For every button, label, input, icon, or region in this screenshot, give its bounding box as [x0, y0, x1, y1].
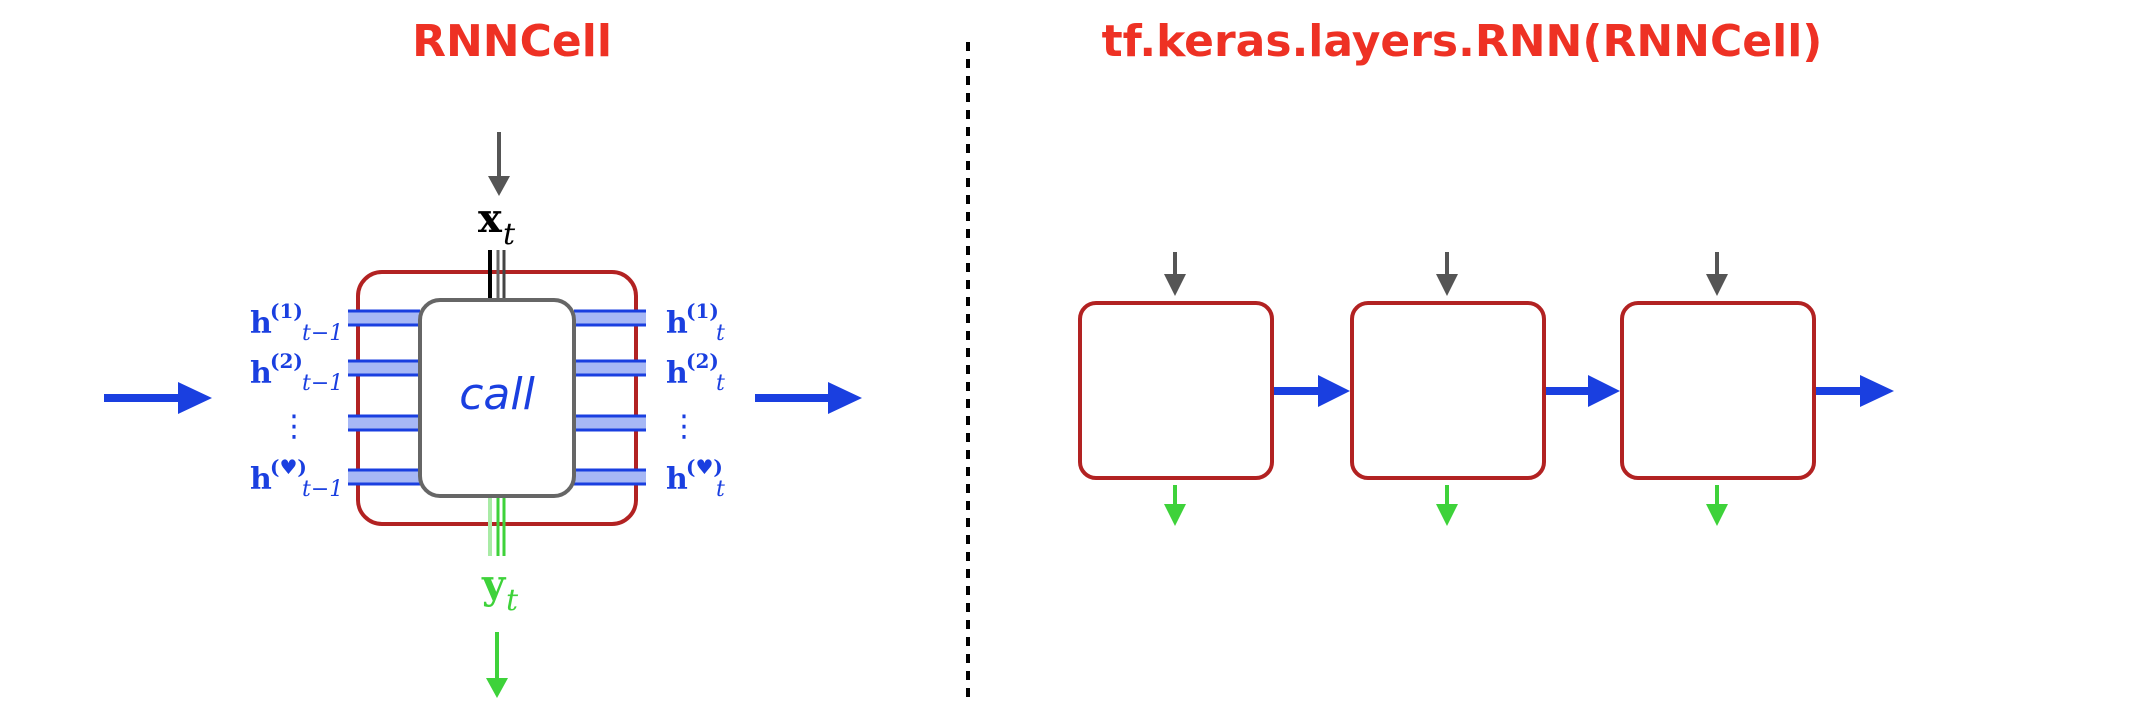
state-in-bars: [348, 309, 420, 486]
state-in-label-1: h (1) t−1: [250, 299, 343, 346]
arrow-down-icon: [1706, 485, 1728, 526]
state-in-label-2: h (2) t−1: [250, 349, 343, 396]
svg-text:(♥): (♥): [686, 455, 723, 479]
call-function-box: [418, 298, 576, 498]
state-in-label-3: h (♥) t−1: [250, 455, 343, 502]
svg-text:t: t: [716, 477, 725, 502]
arrow-down-icon: [1164, 485, 1186, 526]
svg-text:y: y: [481, 561, 507, 608]
arrow-down-icon: [488, 132, 510, 196]
arrow-right-icon: [104, 382, 212, 414]
unrolled-cell-1: [1078, 252, 1274, 526]
svg-text:t: t: [506, 583, 519, 618]
unrolled-cell-3: [1620, 252, 1816, 526]
arrow-down-icon: [1164, 252, 1186, 296]
arrow-right-icon: [1546, 375, 1620, 407]
arrow-right-icon: [755, 382, 862, 414]
svg-text:h: h: [250, 356, 272, 391]
svg-text:(2): (2): [686, 349, 719, 373]
svg-text:(2): (2): [270, 349, 303, 373]
svg-text:h: h: [666, 462, 688, 497]
state-out-label-3: h (♥) t: [666, 455, 725, 502]
arrow-down-icon: [486, 632, 508, 698]
output-connector: [488, 496, 506, 556]
svg-text:t−1: t−1: [302, 371, 343, 396]
svg-text:h: h: [250, 306, 272, 341]
arrow-right-icon: [1816, 375, 1894, 407]
rnncell-title: RNNCell: [412, 16, 612, 67]
arrow-down-icon: [1436, 485, 1458, 526]
svg-text:t−1: t−1: [302, 477, 343, 502]
svg-text:h: h: [250, 462, 272, 497]
arrow-right-icon: [1274, 375, 1350, 407]
svg-text:h: h: [666, 306, 688, 341]
svg-text:h: h: [666, 356, 688, 391]
arrow-down-icon: [1706, 252, 1728, 296]
output-label: y t: [481, 561, 519, 618]
state-out-ellipsis: ⋮: [669, 409, 699, 444]
svg-text:(1): (1): [686, 299, 719, 323]
state-in-ellipsis: ⋮: [279, 409, 309, 444]
cell-box: [1620, 301, 1816, 480]
state-out-bars: [574, 309, 646, 486]
input-connector: [488, 250, 506, 300]
unrolled-cell-2: [1350, 252, 1546, 526]
call-label: call: [459, 369, 535, 420]
svg-text:(1): (1): [270, 299, 303, 323]
cell-box: [1350, 301, 1546, 480]
arrow-down-icon: [1436, 252, 1458, 296]
state-out-label-2: h (2) t: [666, 349, 725, 396]
rnn-layer-title: tf.keras.layers.RNN(RNNCell): [1102, 16, 1823, 67]
svg-text:(♥): (♥): [270, 455, 307, 479]
state-out-label-1: h (1) t: [666, 299, 725, 346]
cell-box: [1078, 301, 1274, 480]
svg-text:t: t: [503, 217, 516, 252]
svg-text:t−1: t−1: [302, 321, 343, 346]
input-label: x t: [478, 195, 516, 252]
svg-text:t: t: [716, 371, 725, 396]
svg-text:x: x: [478, 195, 503, 242]
svg-text:t: t: [716, 321, 725, 346]
